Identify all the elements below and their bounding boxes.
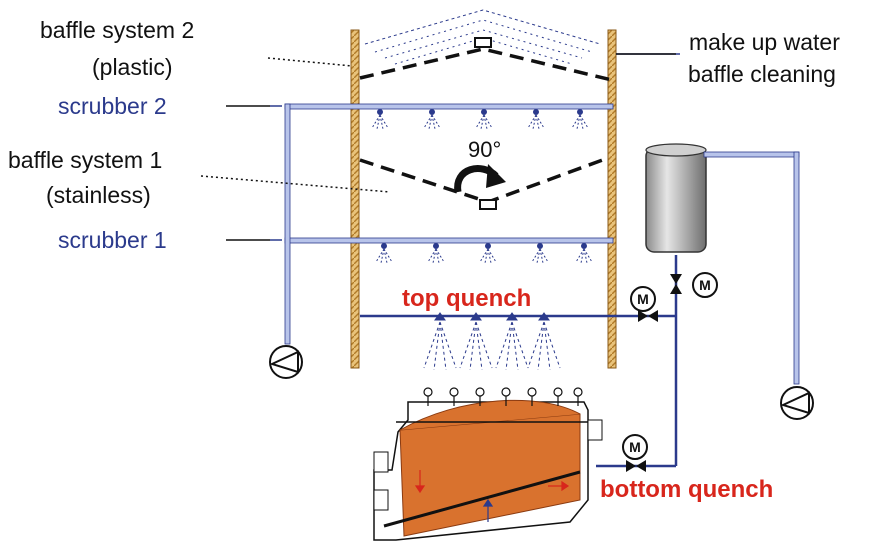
motor-valve-icon: M (692, 272, 718, 298)
motor-valve-icon: M (622, 434, 648, 460)
scrubber-1-pipe (270, 237, 614, 244)
column-wall-left (350, 29, 360, 369)
make-up-water-label: make up water (689, 29, 840, 55)
top-quench-label: top quench (402, 285, 532, 312)
baffle-2-material: (plastic) (92, 54, 173, 80)
flow-arrows (414, 470, 570, 522)
leader-lines (200, 53, 676, 241)
bottom-quench-label: bottom quench (600, 476, 774, 503)
baffle-2-plates (359, 47, 613, 82)
scrubber-1-nozzles (375, 243, 593, 264)
rotation-angle-label: 90° (468, 137, 502, 162)
baffle-1-title: baffle system 1 (8, 147, 163, 173)
right-supply-pipe (703, 151, 800, 385)
column-wall-right (607, 29, 617, 369)
baffle-2-title: baffle system 2 (40, 17, 195, 43)
scrubber-1-label: scrubber 1 (58, 227, 167, 253)
pump-icon (780, 386, 814, 420)
scrubber-2-label: scrubber 2 (58, 93, 167, 119)
valve-bottom-quench (626, 460, 646, 472)
top-quench-nozzles (423, 312, 561, 371)
water-tank-icon (645, 143, 707, 253)
rotation-arrow-icon (454, 164, 506, 193)
lower-vessel (373, 399, 603, 541)
baffle-cleaning-label: baffle cleaning (688, 61, 836, 87)
baffle-1-material: (stainless) (46, 182, 151, 208)
baffle-2-nozzle (474, 37, 492, 48)
scrubber-2-pipe (270, 103, 614, 110)
baffle-1-nozzle (479, 199, 497, 210)
pump-icon (269, 345, 303, 379)
valve-top-quench (638, 310, 658, 322)
valve-tank-outlet (670, 274, 682, 294)
baffle-1-plates (359, 156, 609, 204)
left-recirculation-pipe (284, 103, 291, 345)
vessel-inlet-nozzles (423, 387, 583, 406)
motor-valve-icon: M (630, 286, 656, 312)
scrubber-2-nozzles (371, 109, 589, 130)
